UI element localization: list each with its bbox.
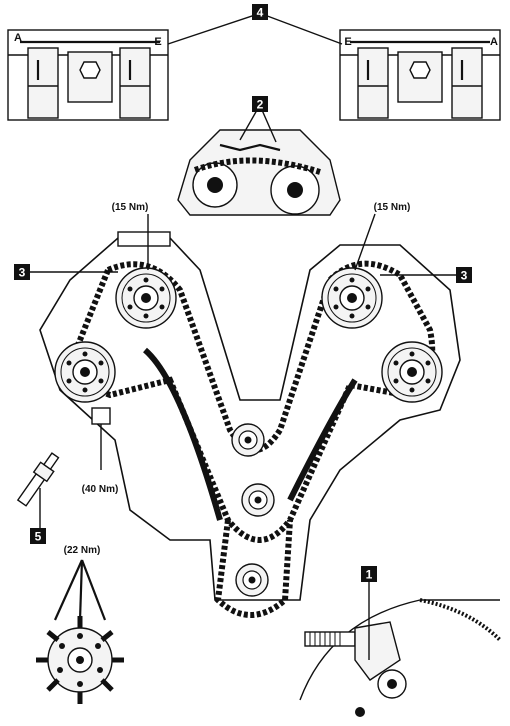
svg-text:3: 3 xyxy=(461,269,468,283)
leader-2-left xyxy=(239,109,258,141)
torque-tensioner: (40 Nm) xyxy=(82,484,119,495)
chain-guide-left xyxy=(142,347,223,521)
tensioner-bolt-part xyxy=(16,452,60,528)
torque-crank-bolts: (22 Nm) xyxy=(64,545,101,556)
torque-right-cam: (15 Nm) xyxy=(374,202,411,213)
camshaft-view-left xyxy=(7,29,169,121)
cam-mark-e-left: E xyxy=(154,36,161,48)
leader-4-right xyxy=(261,13,343,45)
idler-gear xyxy=(231,423,265,457)
svg-text:1: 1 xyxy=(366,568,373,582)
callout-1: 1 xyxy=(361,566,377,582)
cam-mark-a-right: A xyxy=(490,36,498,48)
callout-3-right: 3 xyxy=(456,267,472,283)
torque-left-cam: (15 Nm) xyxy=(112,202,149,213)
callout-2: 2 xyxy=(252,96,268,112)
camshaft-view-right xyxy=(339,29,501,121)
chain-guide-right xyxy=(287,378,358,502)
svg-text:2: 2 xyxy=(257,98,264,112)
callout-5: 5 xyxy=(30,528,46,544)
crankshaft-sprocket xyxy=(235,563,269,597)
leader-torque-right-cam xyxy=(354,213,376,271)
leader-4-left xyxy=(167,13,259,45)
lower-idler-gear xyxy=(241,483,275,517)
cam-mark-a-left: A xyxy=(14,32,22,44)
crank-bolt-arrows xyxy=(53,559,107,621)
callout-3-left: 3 xyxy=(14,264,30,280)
left-camshaft-sprocket xyxy=(115,267,177,329)
svg-text:4: 4 xyxy=(257,6,264,20)
right-camshaft-sprocket xyxy=(321,267,383,329)
left-intermediate-sprocket xyxy=(54,341,116,403)
crank-pulley-detail xyxy=(36,616,124,704)
chain-tensioner xyxy=(91,407,111,470)
flywheel-locking-tool xyxy=(299,598,502,717)
cylinder-head-subview xyxy=(177,129,341,216)
svg-text:3: 3 xyxy=(19,266,26,280)
cam-mark-e-right: E xyxy=(344,36,351,48)
engine-front-outline xyxy=(39,231,461,601)
callout-4: 4 xyxy=(252,4,268,20)
leader-2-right xyxy=(261,109,277,143)
right-intermediate-sprocket xyxy=(381,341,443,403)
svg-text:5: 5 xyxy=(35,530,42,544)
